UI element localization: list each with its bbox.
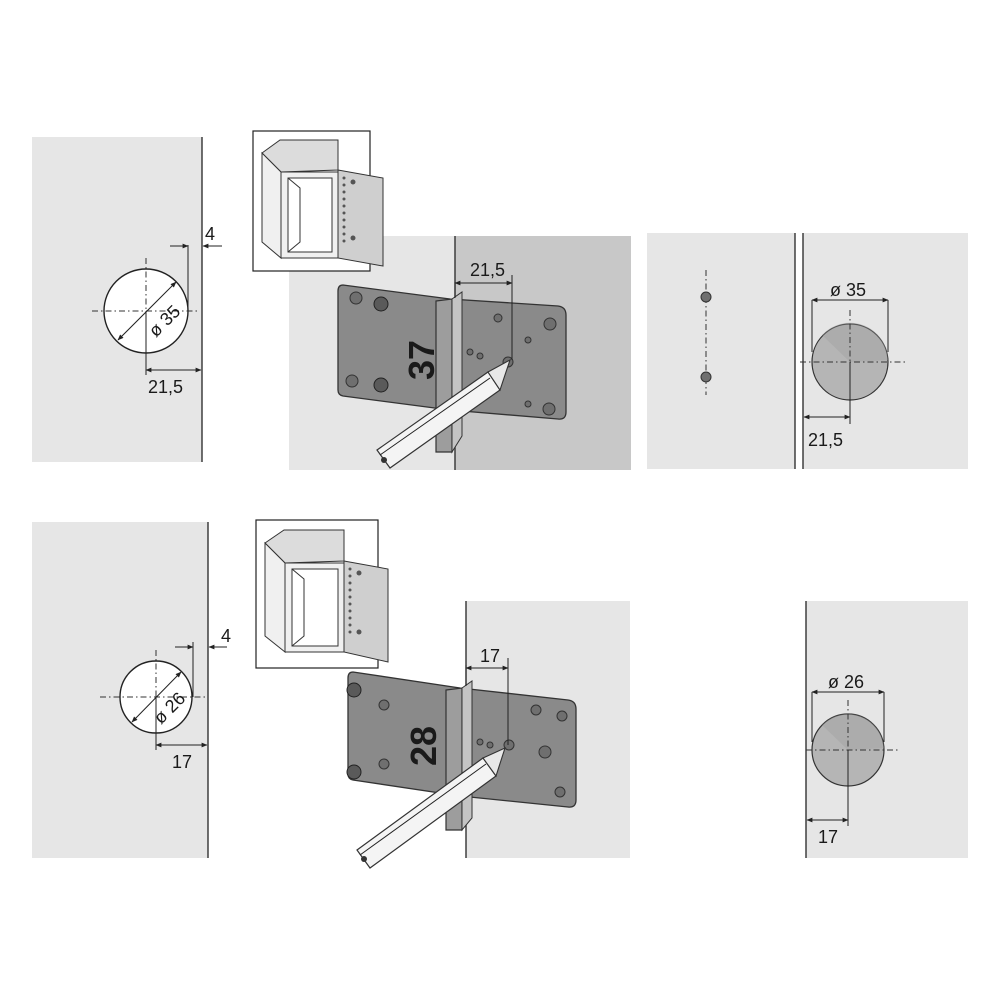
bottom-template-number: 28 [403,726,444,766]
bottom-pencil-icon [356,746,506,869]
bottom-template-panel: 28 17 [346,601,630,869]
bottom-result-edge-label: 17 [818,827,838,847]
top-result-diameter-label: ø 35 [830,280,866,300]
bottom-edge-distance-label: 17 [172,752,192,772]
bottom-result-diameter-label: ø 26 [828,672,864,692]
top-cabinet-inset-icon [252,130,384,272]
bottom-cabinet-inset-icon [255,519,389,669]
bottom-row: ø 26 4 17 28 [32,519,968,869]
top-template-edge-label: 21,5 [470,260,505,280]
top-door-panel: ø 35 4 21,5 [32,137,222,462]
top-template-number: 37 [401,340,442,380]
top-pencil-icon [376,358,511,469]
top-result-edge-label: 21,5 [808,430,843,450]
bottom-template-edge-label: 17 [480,646,500,666]
bottom-offset-label: 4 [221,626,231,646]
top-drilled-panel: ø 35 21,5 [800,233,968,469]
top-row: ø 35 4 21,5 [32,130,968,470]
bottom-door-panel: ø 26 4 17 [32,522,231,858]
top-template-panel: 37 21,5 [289,236,631,470]
bottom-drilled-panel: ø 26 17 [805,601,968,858]
top-edge-distance-label: 21,5 [148,377,183,397]
top-offset-label: 4 [205,224,215,244]
top-marking-panel [647,233,796,469]
